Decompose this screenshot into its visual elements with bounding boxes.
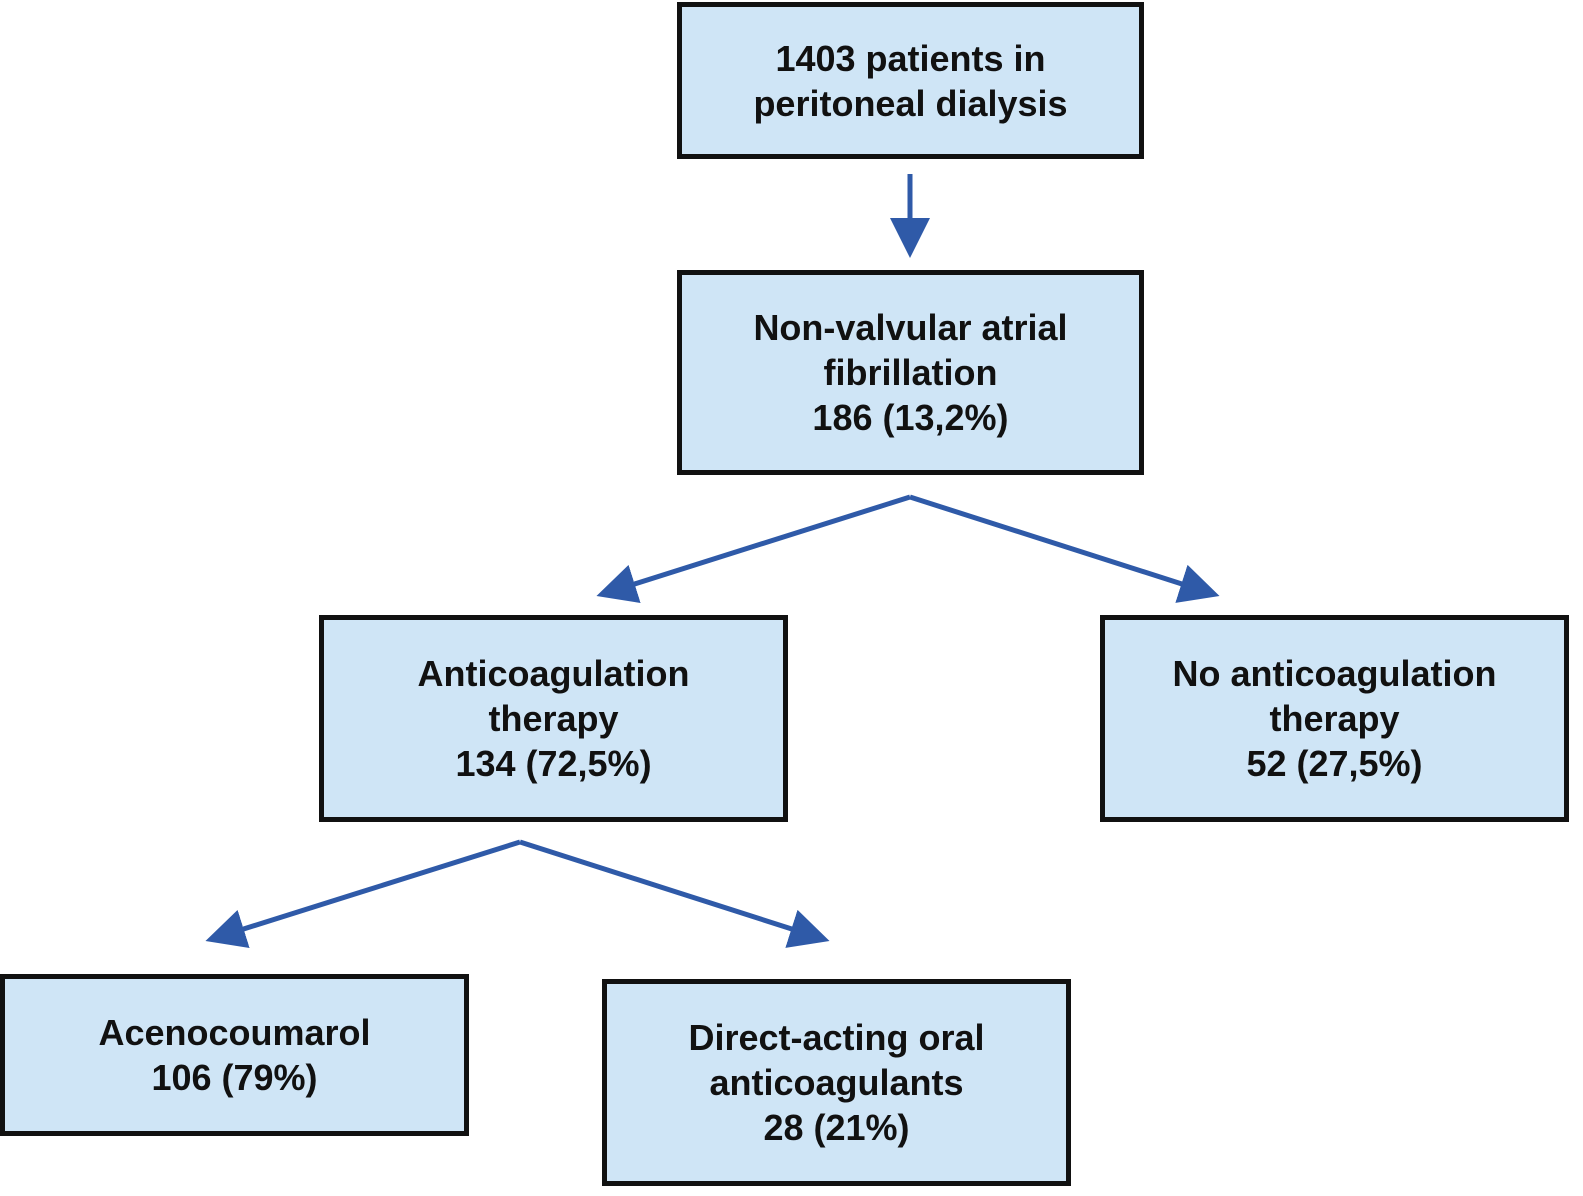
node-doac: Direct-acting oral anticoagulants 28 (21… bbox=[602, 979, 1071, 1186]
node-doac-label: Direct-acting oral anticoagulants 28 (21… bbox=[688, 1015, 984, 1150]
node-nvaf: Non-valvular atrial fibrillation 186 (13… bbox=[677, 270, 1144, 475]
node-doac-line-3: 28 (21%) bbox=[763, 1107, 910, 1148]
node-doac-line-1: Direct-acting oral bbox=[688, 1017, 985, 1058]
node-nvaf-line-3: 186 (13,2%) bbox=[812, 397, 1009, 438]
node-no-anticoagulation-line-3: 52 (27,5%) bbox=[1246, 743, 1423, 784]
node-acenocoumarol-line-1: Acenocoumarol bbox=[98, 1012, 371, 1053]
arrow-anticoagulation-to-doac bbox=[519, 839, 830, 948]
node-nvaf-line-2: fibrillation bbox=[823, 352, 998, 393]
node-acenocoumarol-line-2: 106 (79%) bbox=[151, 1057, 318, 1098]
node-anticoagulation-line-3: 134 (72,5%) bbox=[455, 743, 652, 784]
node-total-patients: 1403 patients in peritoneal dialysis bbox=[677, 2, 1144, 159]
node-total-line-1: 1403 patients in bbox=[775, 37, 1046, 79]
node-no-anticoagulation: No anticoagulation therapy 52 (27,5%) bbox=[1100, 615, 1569, 822]
node-anticoagulation: Anticoagulation therapy 134 (72,5%) bbox=[319, 615, 788, 822]
node-nvaf-line-1: Non-valvular atrial bbox=[753, 307, 1068, 348]
node-no-anticoagulation-line-2: therapy bbox=[1269, 698, 1400, 739]
node-acenocoumarol-label: Acenocoumarol 106 (79%) bbox=[98, 1010, 370, 1100]
node-total-label: 1403 patients in peritoneal dialysis bbox=[753, 36, 1067, 126]
node-anticoagulation-line-2: therapy bbox=[488, 698, 619, 739]
node-doac-line-2: anticoagulants bbox=[709, 1062, 964, 1103]
arrow-nvaf-to-anticoagulation bbox=[596, 494, 911, 604]
node-acenocoumarol: Acenocoumarol 106 (79%) bbox=[0, 974, 469, 1136]
node-no-anticoagulation-label: No anticoagulation therapy 52 (27,5%) bbox=[1173, 651, 1497, 786]
node-anticoagulation-label: Anticoagulation therapy 134 (72,5%) bbox=[418, 651, 690, 786]
node-total-line-2: peritoneal dialysis bbox=[753, 82, 1068, 124]
arrow-anticoagulation-to-acenocoumarol bbox=[205, 839, 521, 949]
node-no-anticoagulation-line-1: No anticoagulation bbox=[1172, 653, 1497, 694]
arrow-nvaf-to-no-anticoagulation bbox=[909, 494, 1220, 603]
node-anticoagulation-line-1: Anticoagulation bbox=[417, 653, 690, 694]
node-nvaf-label: Non-valvular atrial fibrillation 186 (13… bbox=[753, 305, 1067, 440]
